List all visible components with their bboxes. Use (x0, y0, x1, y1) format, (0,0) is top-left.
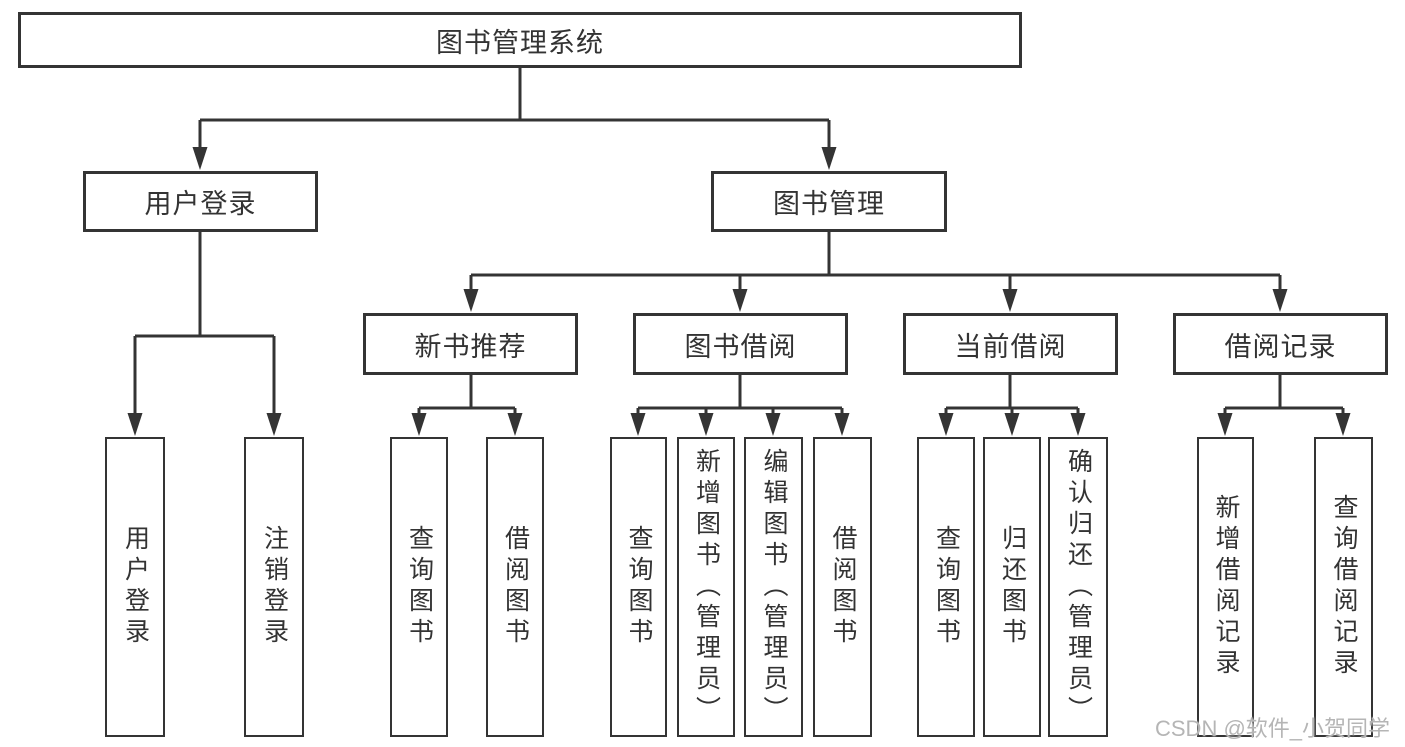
connector-currentborrow-to-leaves (944, 373, 1080, 416)
node-new-book-recommendation-label: 新书推荐 (414, 331, 527, 362)
connector-userlogin-to-leaves (133, 230, 276, 416)
leaf-logout-label: 注销登录 (260, 525, 289, 649)
node-user-login-label: 用户登录 (144, 189, 257, 219)
arrow-icon (698, 413, 714, 436)
arrow-icon (834, 413, 850, 436)
leaf-search-borrow-record-label: 查询借阅记录 (1330, 494, 1358, 680)
leaf-edit-books-admin-label: 编辑图书（管理员） (760, 447, 788, 727)
leaf-add-books-admin: 新增图书（管理员） (677, 437, 735, 737)
arrow-icon (1002, 289, 1018, 312)
leaf-search-books-borrowing: 查询图书 (610, 437, 667, 737)
leaf-search-books-borrowing-label: 查询图书 (625, 525, 653, 649)
arrow-icon (1070, 413, 1086, 436)
leaf-add-borrow-record: 新增借阅记录 (1197, 437, 1254, 737)
node-book-borrowing-label: 图书借阅 (684, 331, 797, 362)
leaf-borrow-books-recommend: 借阅图书 (486, 437, 544, 737)
leaf-confirm-return-admin: 确认归还（管理员） (1048, 437, 1108, 737)
connector-borrowrecords-to-leaves (1223, 373, 1345, 416)
connector-bookmgmt-to-level3 (469, 230, 1282, 291)
arrow-icon (192, 147, 208, 170)
arrow-icon (127, 413, 143, 436)
arrow-icon (821, 147, 837, 170)
arrow-icon (1004, 413, 1020, 436)
leaf-add-books-admin-label: 新增图书（管理员） (692, 447, 721, 727)
node-new-book-recommendation: 新书推荐 (363, 313, 578, 375)
leaf-search-books-current: 查询图书 (917, 437, 975, 737)
arrow-icon (1335, 413, 1351, 436)
leaf-user-login: 用户登录 (105, 437, 165, 737)
node-root-library-system: 图书管理系统 (18, 12, 1022, 68)
arrow-icon (630, 413, 646, 436)
leaf-search-books-recommend-label: 查询图书 (405, 525, 434, 649)
node-book-management-label: 图书管理 (773, 189, 885, 219)
connector-newbookrec-to-leaves (417, 373, 517, 416)
leaf-add-borrow-record-label: 新增借阅记录 (1212, 494, 1240, 680)
leaf-borrow-books-label: 借阅图书 (829, 525, 857, 649)
arrow-icon (411, 413, 427, 436)
arrow-icon (732, 289, 748, 312)
connector-bookborrow-to-leaves (636, 373, 844, 416)
node-current-borrowing-label: 当前借阅 (954, 331, 1067, 362)
connector-root-to-level2 (198, 66, 831, 150)
node-book-borrowing: 图书借阅 (633, 313, 848, 375)
arrowheads (127, 147, 1351, 436)
leaf-user-login-label: 用户登录 (121, 525, 150, 649)
node-current-borrowing: 当前借阅 (903, 313, 1118, 375)
leaf-edit-books-admin: 编辑图书（管理员） (744, 437, 803, 737)
arrow-icon (507, 413, 523, 436)
node-root-label: 图书管理系统 (436, 27, 604, 58)
leaf-logout: 注销登录 (244, 437, 304, 737)
arrow-icon (938, 413, 954, 436)
leaf-search-books-recommend: 查询图书 (390, 437, 448, 737)
leaf-borrow-books: 借阅图书 (813, 437, 872, 737)
leaf-confirm-return-admin-label: 确认归还（管理员） (1064, 447, 1093, 727)
leaf-borrow-books-recommend-label: 借阅图书 (501, 525, 530, 649)
node-borrowing-records-label: 借阅记录 (1224, 331, 1337, 362)
leaf-return-books-label: 归还图书 (998, 525, 1027, 649)
arrow-icon (463, 289, 479, 312)
node-borrowing-records: 借阅记录 (1173, 313, 1388, 375)
arrow-icon (266, 413, 282, 436)
node-book-management: 图书管理 (711, 171, 947, 232)
arrow-icon (1272, 289, 1288, 312)
arrow-icon (765, 413, 781, 436)
csdn-watermark: CSDN @软件_小贺同学 (1155, 716, 1391, 741)
arrow-icon (1217, 413, 1233, 436)
leaf-search-borrow-record: 查询借阅记录 (1314, 437, 1373, 737)
leaf-return-books: 归还图书 (983, 437, 1041, 737)
node-user-login: 用户登录 (83, 171, 318, 232)
leaf-search-books-current-label: 查询图书 (932, 525, 961, 649)
